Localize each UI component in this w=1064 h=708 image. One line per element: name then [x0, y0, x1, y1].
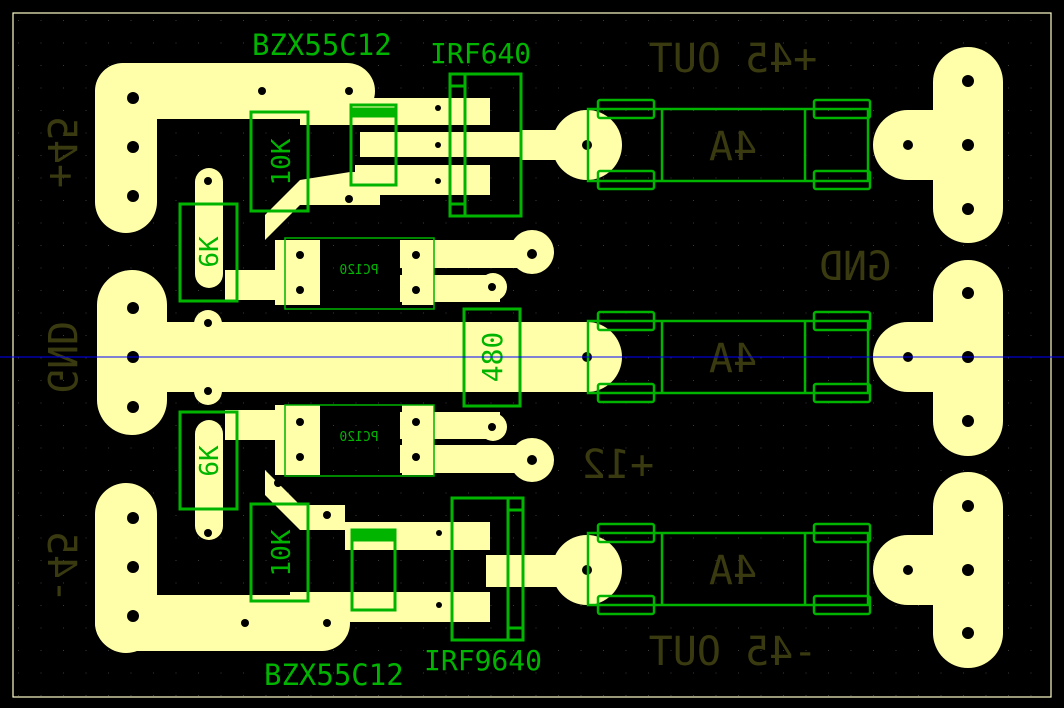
label-10k-bottom: 10K — [267, 529, 297, 576]
label-plus12: +12 — [582, 442, 654, 488]
resistor-10k-bottom-outline[interactable] — [249, 502, 310, 603]
label-fuse-mid: 4A — [709, 336, 757, 382]
label-plus45-in: +45 — [38, 116, 84, 188]
mosfet-bottom-outline[interactable] — [450, 496, 525, 642]
opto-bottom-outline[interactable] — [284, 404, 435, 477]
board-outline — [12, 12, 1052, 698]
fuse-labels: 4A 4A 4A — [709, 124, 757, 594]
drill-holes — [127, 75, 974, 639]
label-zener-top: BZX55C12 — [252, 28, 392, 62]
silkscreen-optos — [284, 237, 435, 477]
resistor-6k-top-outline[interactable] — [178, 202, 239, 303]
label-opto-bottom: PC120 — [339, 430, 378, 445]
label-plus45-out: +45 OUT — [649, 36, 818, 82]
label-opto-top: PC120 — [339, 263, 378, 278]
label-mosfet-bottom: IRF9640 — [424, 644, 542, 677]
mosfet-top-outline[interactable] — [448, 72, 523, 218]
resistor-6k-bottom-outline[interactable] — [178, 410, 239, 511]
label-6k-bottom: 6K — [195, 445, 225, 477]
label-minus45-in: -45 — [38, 531, 84, 603]
opto-top-outline[interactable] — [284, 237, 435, 310]
resistor-10k-top-outline[interactable] — [249, 110, 310, 213]
zener-bottom-outline[interactable] — [350, 528, 397, 612]
component-labels: BZX55C12 IRF640 BZX55C12 IRF9640 10K 10K… — [195, 28, 542, 692]
label-mosfet-top: IRF640 — [430, 37, 531, 70]
label-gnd-out: GND — [819, 244, 891, 290]
label-zener-bottom: BZX55C12 — [264, 658, 404, 692]
zener-top-outline[interactable] — [349, 103, 398, 187]
fuse-bottom-outline[interactable] — [586, 522, 872, 616]
silkscreen-fuses — [586, 98, 872, 616]
fuse-top-outline[interactable] — [586, 98, 872, 191]
label-10k-top: 10K — [267, 138, 297, 185]
copper-minus45-input — [95, 470, 622, 653]
label-fuse-top: 4A — [709, 124, 757, 170]
label-6k-top: 6K — [195, 236, 225, 268]
board-labels: +45 OUT GND +12 -45 OUT +45 GND -45 — [38, 36, 891, 675]
label-fuse-bottom: 4A — [709, 548, 757, 594]
label-minus45-out: -45 OUT — [649, 629, 818, 675]
